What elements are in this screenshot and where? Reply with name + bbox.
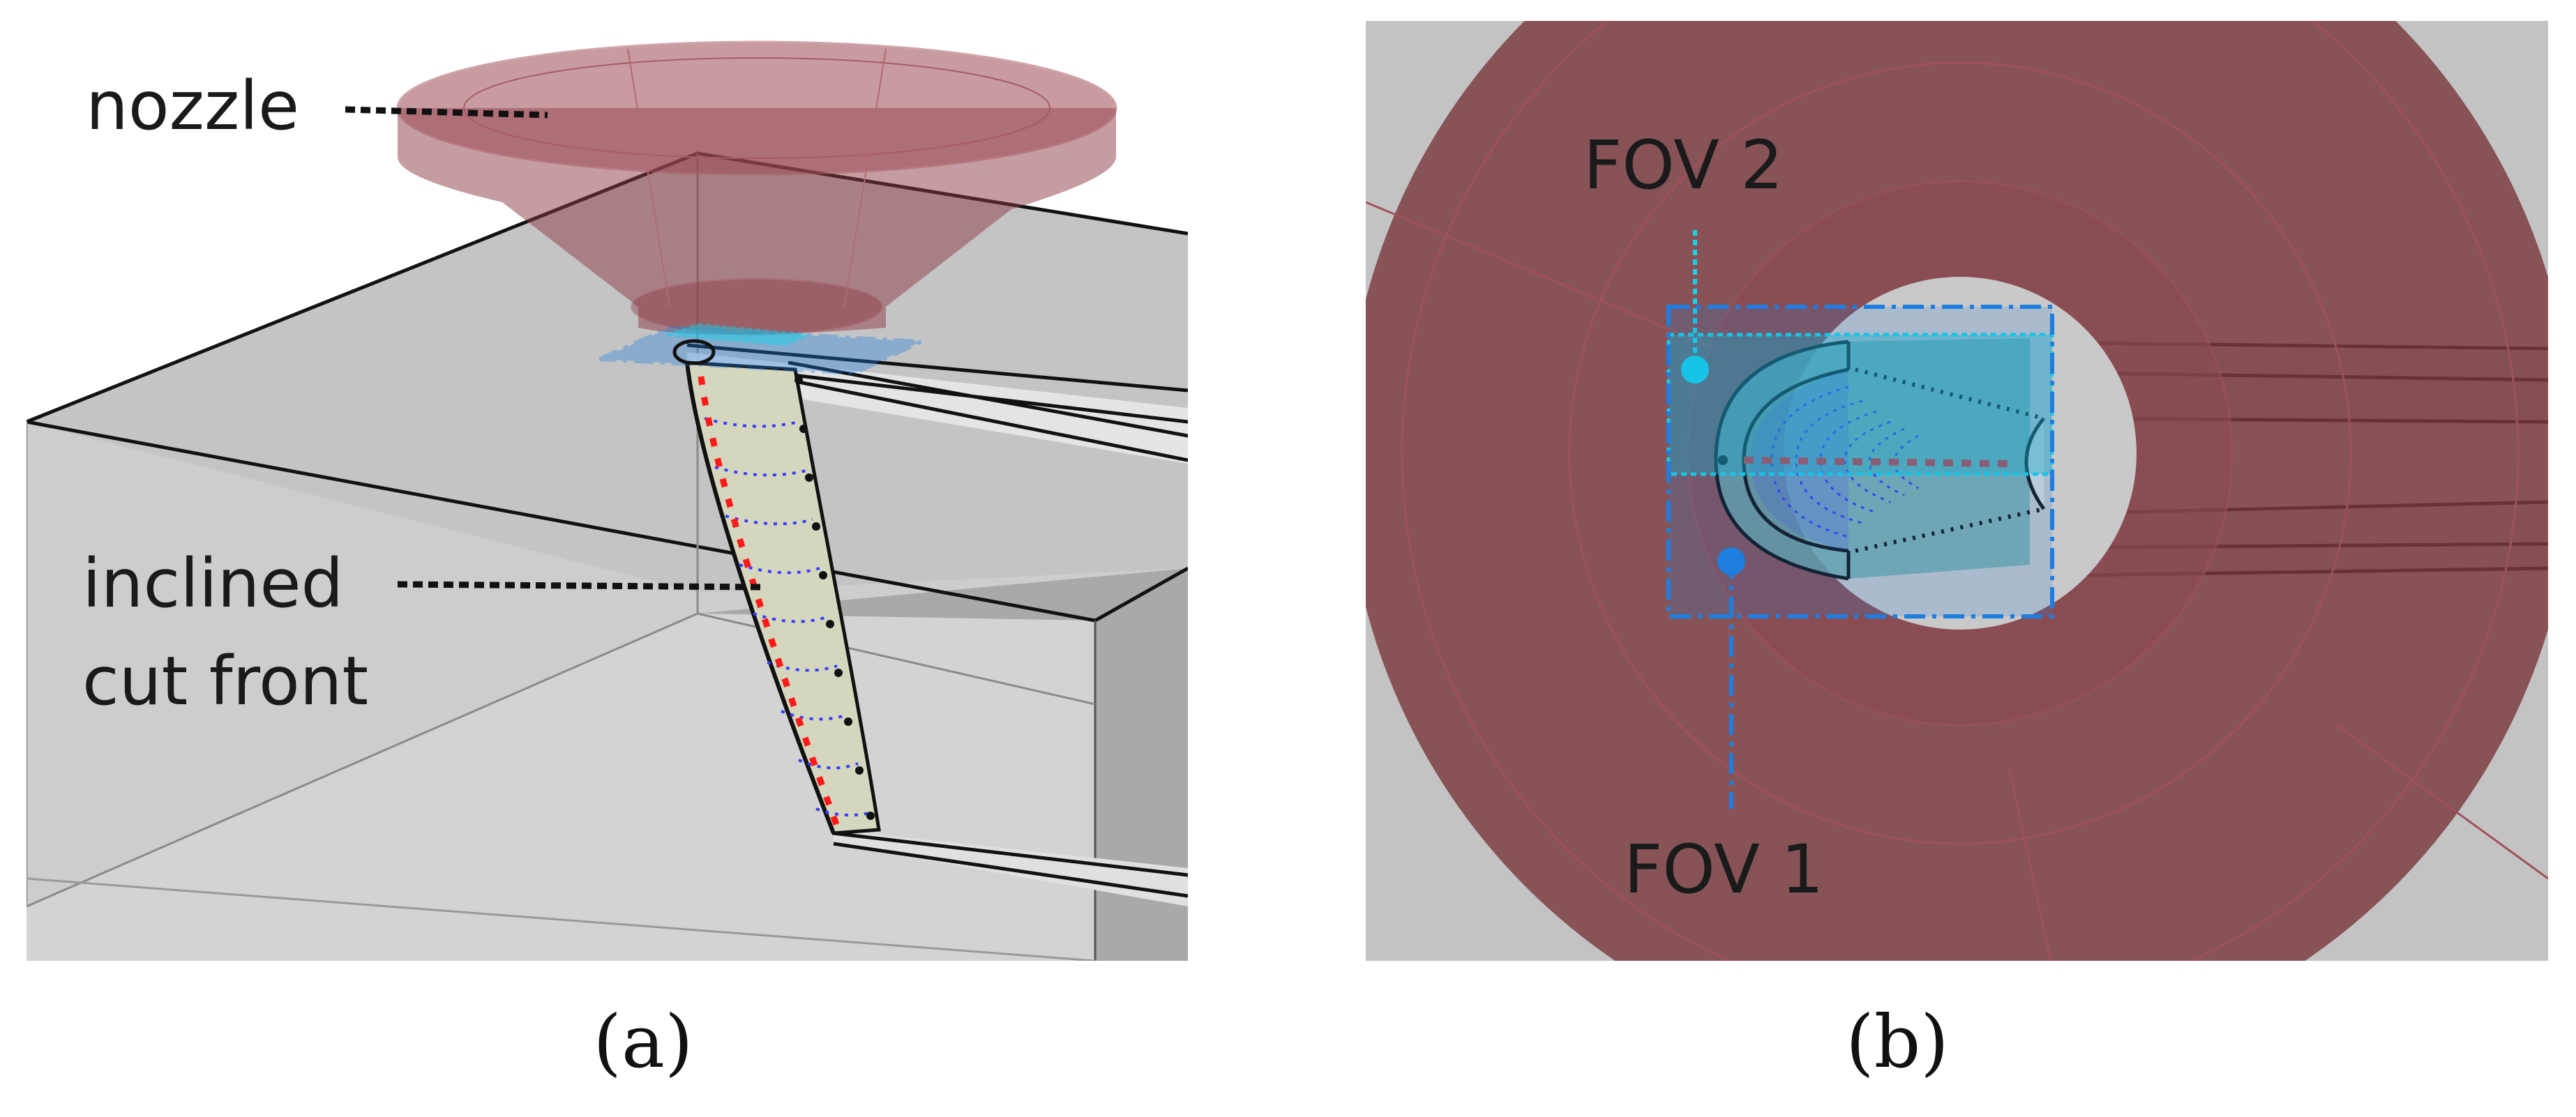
cut-front-surface (685, 360, 881, 835)
caption-a: (a) (593, 999, 693, 1084)
nozzle (396, 40, 1117, 335)
cut-front-label-line1: inclined (82, 545, 343, 623)
front-edge-points (794, 376, 875, 820)
nozzle-leader (345, 106, 548, 119)
fov-1-label: FOV 1 (1624, 830, 1823, 909)
nozzle-label: nozzle (86, 67, 299, 145)
caption-b: (b) (1846, 999, 1949, 1084)
panel-a (27, 40, 1188, 961)
panel-b (1366, 21, 2548, 961)
fov-2-label: FOV 2 (1583, 126, 1783, 204)
cut-front-top-view (1714, 338, 2046, 581)
fov-1-box (1666, 305, 2054, 809)
fov-at-nozzle (598, 322, 922, 376)
fov-2-box (1666, 230, 2054, 476)
kerf-channel (686, 343, 1188, 906)
cut-front-label-line2: cut front (82, 642, 368, 720)
